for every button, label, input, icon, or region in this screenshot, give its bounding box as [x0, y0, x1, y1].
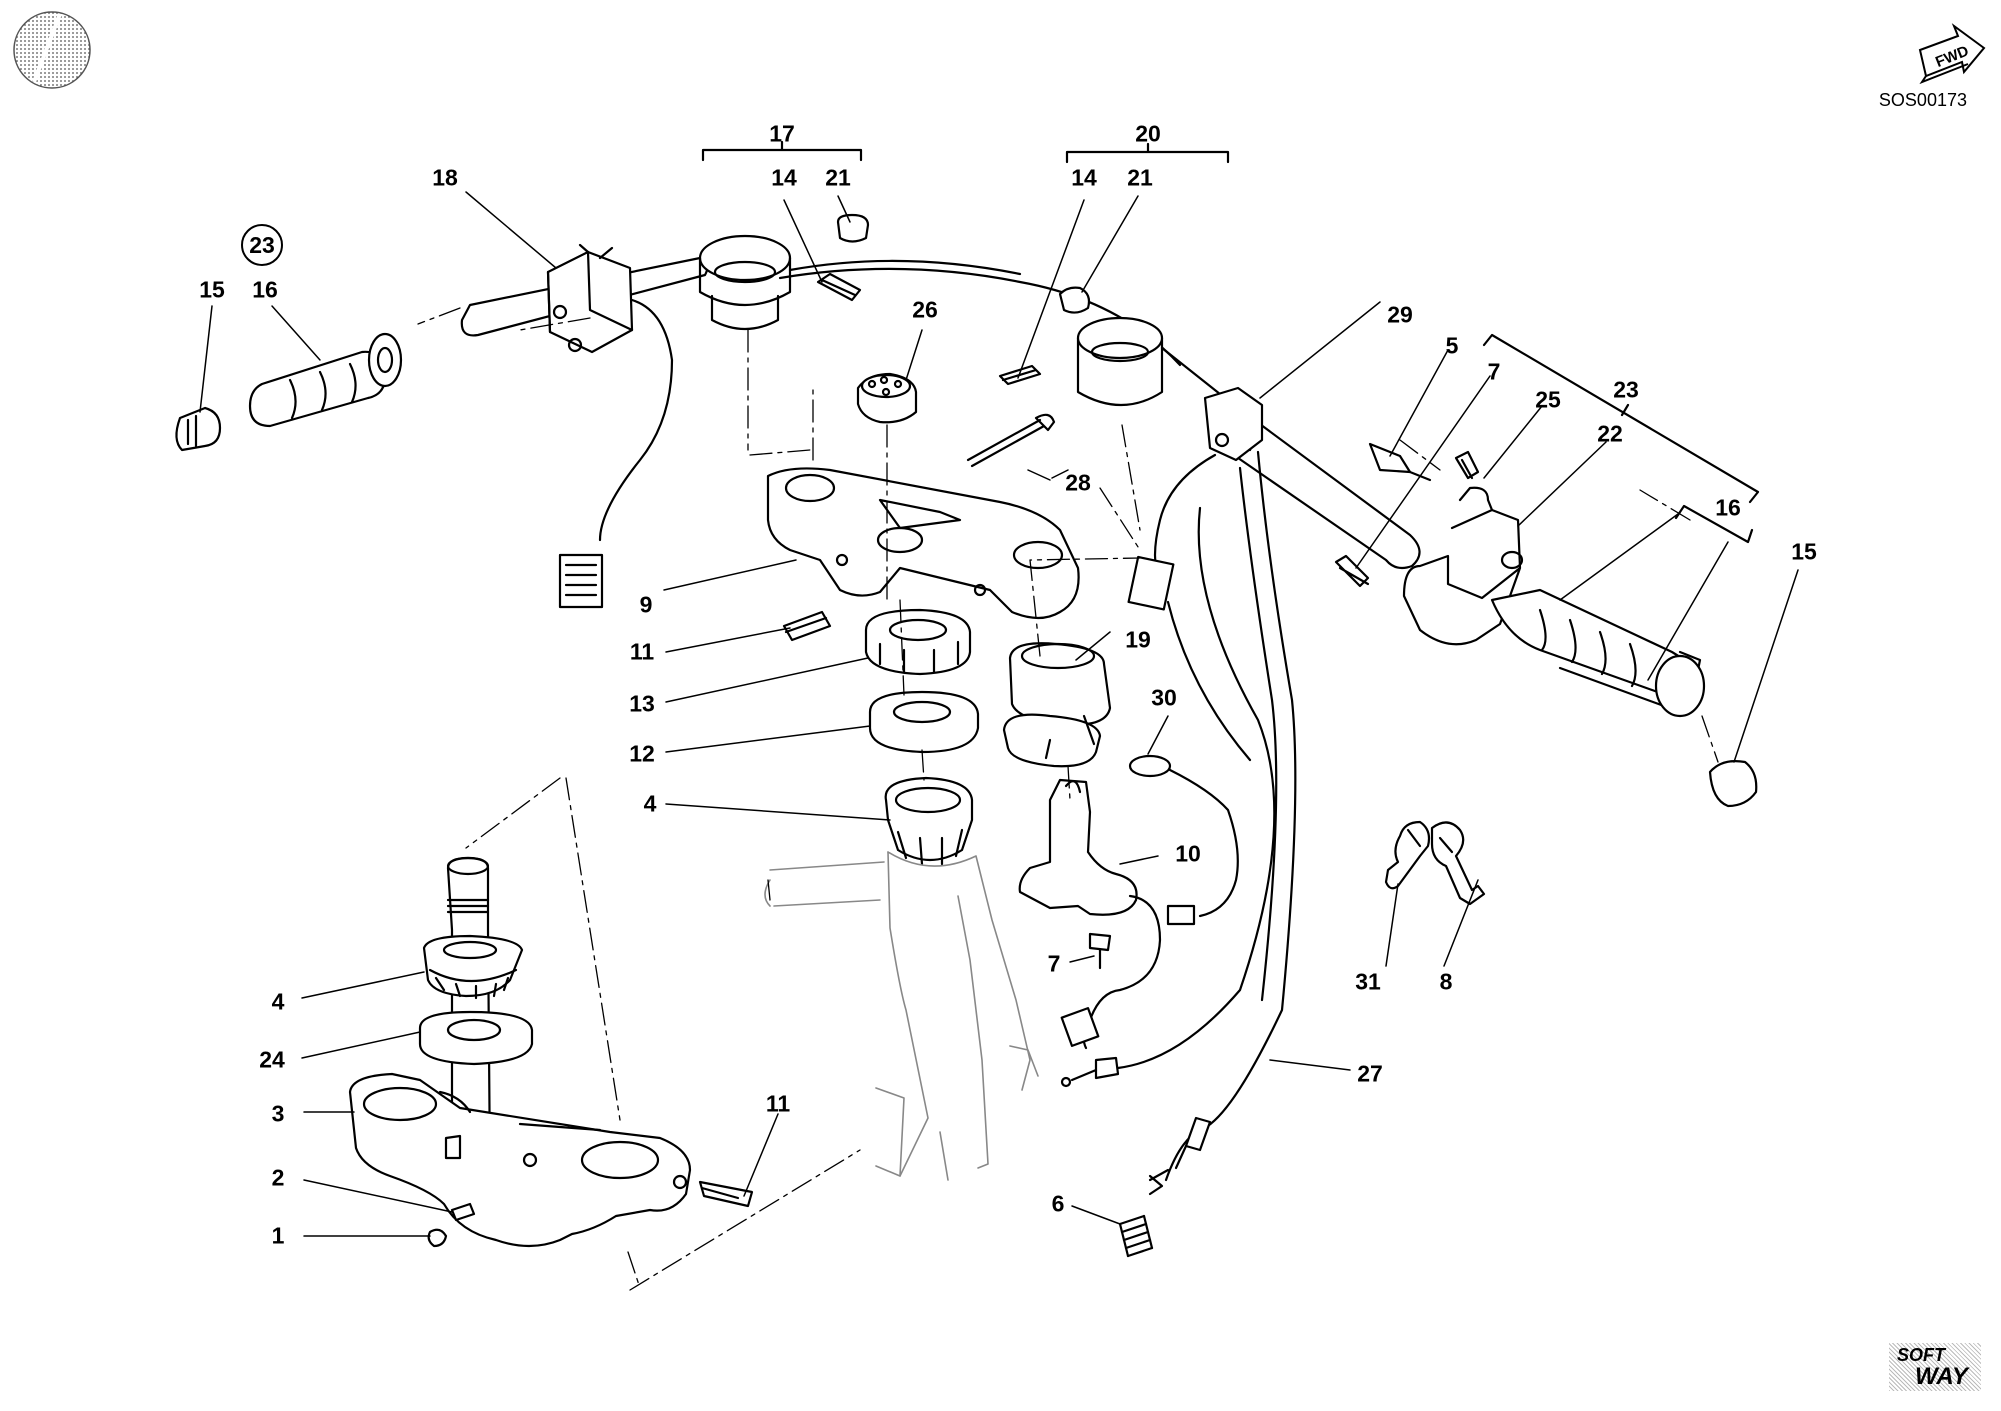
nut-1: [427, 1228, 448, 1248]
left-end-cap: [175, 406, 222, 452]
left-grip-flange: [367, 332, 403, 388]
callout-9: 9: [639, 591, 653, 618]
callout-30: 30: [1151, 684, 1177, 711]
left-bolt-14: [816, 272, 862, 302]
brand-disc-logo: [13, 11, 91, 89]
callout-4-lower: 4: [271, 988, 285, 1015]
callout-17: 17: [769, 120, 795, 147]
callout-15-right: 15: [1791, 538, 1817, 565]
callout-3: 3: [271, 1100, 285, 1127]
throttle-housing: [1402, 508, 1522, 646]
right-switch-connector: [1127, 555, 1175, 611]
callout-20: 20: [1135, 120, 1161, 147]
right-end-cap: [1708, 760, 1758, 808]
key-31: [1384, 820, 1431, 890]
right-switch-29: [1203, 386, 1264, 462]
callout-14-left: 14: [771, 164, 797, 191]
key-8: [1430, 821, 1486, 906]
callout-19: 19: [1125, 626, 1151, 653]
left-grip: [248, 350, 387, 428]
callout-25: 25: [1535, 386, 1561, 413]
bolt-28: [966, 413, 1056, 468]
callout-23-circled-label: 23: [249, 231, 275, 258]
callout-21-right: 21: [1127, 164, 1153, 191]
callout-13: 13: [629, 690, 655, 717]
callout-16-right: 16: [1715, 494, 1741, 521]
right-bolt-14: [998, 364, 1042, 386]
callout-11-upper: 11: [629, 638, 655, 665]
callout-23-circled: 23: [241, 224, 283, 266]
upper-triple-clamp: [766, 467, 1080, 620]
screw-25: [1454, 450, 1480, 480]
callout-23: 23: [1613, 376, 1639, 403]
callout-26: 26: [912, 296, 938, 323]
bolt-11-lower: [698, 1180, 754, 1208]
callout-11-lower: 11: [765, 1090, 791, 1117]
left-switch-connector: [558, 553, 604, 609]
callout-27: 27: [1357, 1060, 1383, 1087]
callout-15-left: 15: [199, 276, 225, 303]
bearing-4-upper: [884, 776, 974, 861]
screw-7-upper: [1334, 554, 1370, 588]
softway-logo-line2: WAY: [1915, 1363, 1968, 1390]
callout-14-right: 14: [1071, 164, 1097, 191]
callout-1: 1: [271, 1222, 285, 1249]
callout-4-upper: 4: [643, 790, 657, 817]
callout-16-left: 16: [252, 276, 278, 303]
bolt-11-upper: [782, 610, 832, 642]
ignition-switch-10: [1018, 778, 1138, 916]
right-plug-21: [1058, 286, 1091, 314]
left-clip-clamp: [698, 234, 792, 282]
seal-24: [418, 1010, 534, 1066]
screw-7-lower: [1088, 932, 1112, 952]
softway-logo-line1: SOFT: [1897, 1345, 1945, 1365]
callout-28: 28: [1065, 469, 1091, 496]
bracket-17: [701, 140, 863, 162]
bearing-4-lower: [422, 934, 524, 998]
callout-22: 22: [1597, 420, 1623, 447]
callout-5: 5: [1445, 332, 1459, 359]
bolt-2: [450, 1202, 476, 1222]
fwd-arrow-icon: FWD: [1918, 23, 1986, 85]
softway-logo: SOFT WAY: [1889, 1343, 1981, 1391]
lower-triple-clamp: [348, 1072, 692, 1248]
sensor-ring-30: [1128, 754, 1172, 778]
bracket-20: [1065, 142, 1230, 164]
callout-24: 24: [259, 1046, 285, 1073]
drawing-reference-code: SOS00173: [1878, 90, 1967, 110]
callout-21-left: 21: [825, 164, 851, 191]
callout-6: 6: [1051, 1190, 1065, 1217]
adjuster-5: [1368, 442, 1412, 474]
callout-8: 8: [1439, 968, 1453, 995]
callout-31: 31: [1355, 968, 1381, 995]
callout-7-lower: 7: [1047, 950, 1061, 977]
callout-7-upper: 7: [1487, 358, 1501, 385]
bracket-23: [1482, 333, 1760, 504]
callout-12: 12: [629, 740, 655, 767]
callout-18: 18: [432, 164, 458, 191]
left-plug-21: [836, 213, 870, 243]
frame-head-tube: [875, 851, 929, 1177]
callout-2: 2: [271, 1164, 285, 1191]
callout-29: 29: [1387, 301, 1413, 328]
spring-6: [1118, 1214, 1154, 1258]
callout-10: 10: [1175, 840, 1201, 867]
